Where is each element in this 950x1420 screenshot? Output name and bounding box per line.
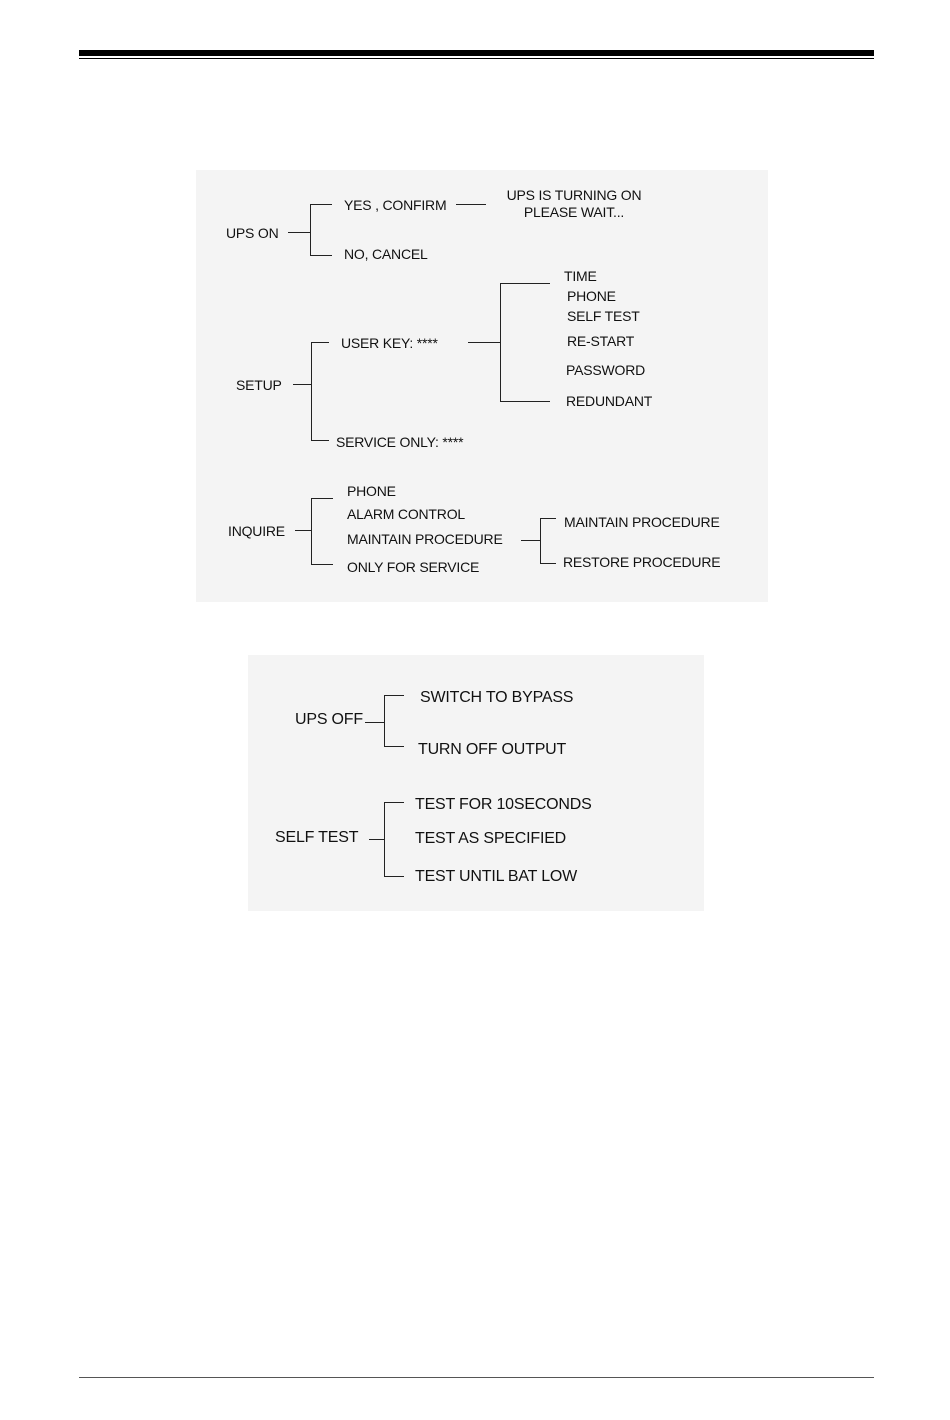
bracket (311, 498, 312, 564)
connector (288, 232, 310, 233)
connector (468, 342, 500, 343)
user-item-self-test: SELF TEST (567, 308, 640, 324)
maintain-item-maintain: MAINTAIN PROCEDURE (564, 514, 720, 530)
setup-node: SETUP (236, 377, 282, 393)
ups-off-item-turn-off: TURN OFF OUTPUT (418, 741, 567, 758)
ups-off-item-bypass: SWITCH TO BYPASS (420, 689, 574, 706)
self-test-item-as-specified: TEST AS SPECIFIED (415, 830, 567, 847)
bracket (540, 518, 541, 563)
connector (311, 564, 333, 565)
connector (311, 342, 329, 343)
user-item-restart: RE-START (567, 333, 635, 349)
connector (500, 283, 550, 284)
inquire-node: INQUIRE (228, 523, 285, 539)
user-item-password: PASSWORD (566, 362, 646, 378)
bracket (310, 204, 311, 255)
bracket (311, 342, 312, 440)
header-rule (79, 50, 874, 56)
off-and-self-test-diagram (248, 655, 704, 911)
user-item-time: TIME (564, 268, 597, 284)
connector (540, 518, 556, 519)
bracket (384, 802, 385, 876)
connector (311, 440, 329, 441)
user-item-phone: PHONE (567, 288, 616, 304)
connector (456, 204, 486, 205)
inquire-item-maintain-procedure: MAINTAIN PROCEDURE (347, 531, 503, 547)
footer-rule (79, 1377, 874, 1378)
self-test-item-10-seconds: TEST FOR 10SECONDS (415, 796, 592, 813)
connector (384, 695, 404, 696)
yes-confirm-node: YES , CONFIRM (344, 197, 447, 213)
menu-tree-diagram (196, 170, 768, 602)
connector (311, 498, 333, 499)
turning-on-message: UPS IS TURNING ON (506, 187, 642, 203)
connector (365, 722, 384, 723)
ups-on-node: UPS ON (226, 225, 279, 241)
no-cancel-node: NO, CANCEL (344, 246, 428, 262)
service-only-node: SERVICE ONLY: **** (336, 434, 464, 450)
connector (384, 746, 404, 747)
self-test-node: SELF TEST (275, 829, 359, 846)
maintain-item-restore: RESTORE PROCEDURE (563, 554, 721, 570)
inquire-item-alarm-control: ALARM CONTROL (347, 506, 465, 522)
connector (369, 839, 384, 840)
connector (293, 384, 311, 385)
please-wait-message: PLEASE WAIT... (523, 204, 625, 220)
inquire-item-only-for-service: ONLY FOR SERVICE (347, 559, 480, 575)
inquire-item-phone: PHONE (347, 483, 396, 499)
bracket (500, 283, 501, 401)
connector (521, 540, 540, 541)
connector (384, 876, 404, 877)
connector (310, 255, 332, 256)
connector (540, 563, 556, 564)
connector (500, 401, 550, 402)
header-rule-thin (79, 58, 874, 59)
user-key-node: USER KEY: **** (341, 335, 438, 351)
self-test-item-until-bat-low: TEST UNTIL BAT LOW (415, 868, 578, 885)
connector (384, 802, 404, 803)
ups-off-node: UPS OFF (295, 711, 363, 728)
connector (295, 530, 311, 531)
connector (310, 204, 332, 205)
user-item-redundant: REDUNDANT (566, 393, 653, 409)
bracket (384, 695, 385, 746)
